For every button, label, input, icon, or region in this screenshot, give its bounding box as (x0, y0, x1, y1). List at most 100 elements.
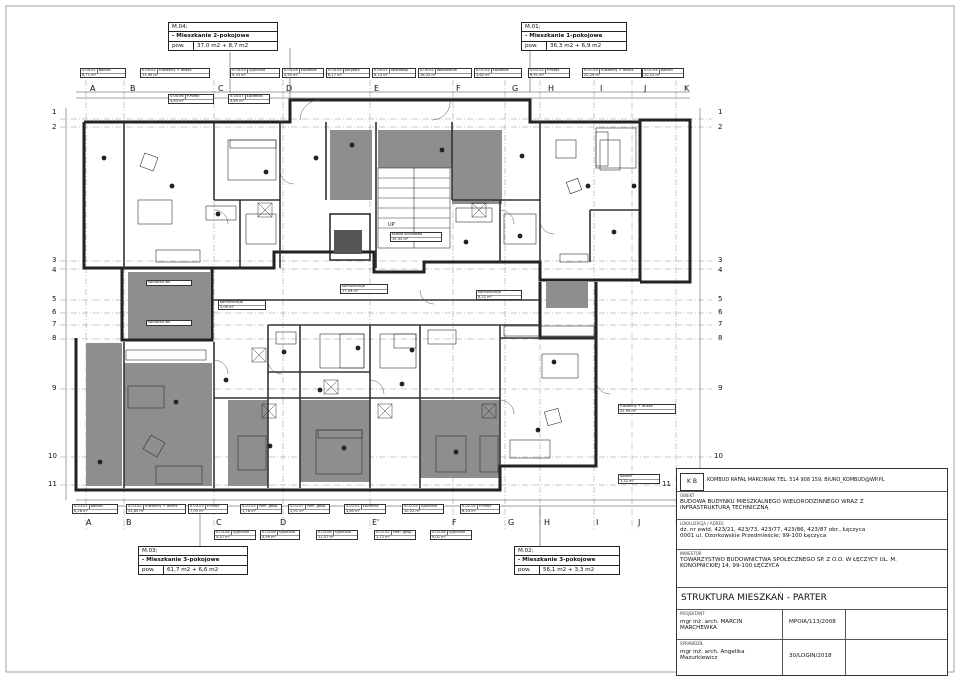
axis-letter: H (548, 84, 555, 93)
room-label: Komórka lok. (146, 320, 192, 326)
axis-number: 10 (48, 452, 57, 460)
axis-number: 11 (662, 480, 671, 488)
date-value: 30/LOGIN/2018 (789, 653, 832, 659)
axis-number: 2 (718, 123, 723, 131)
axis-letter: J (638, 518, 641, 527)
projektant-caption: PROJEKTANT (680, 611, 705, 616)
axis-letter: B (126, 518, 132, 527)
sprawdzil-caption: SPRAWDZIŁ (680, 641, 704, 646)
projektant-value: mgr inż. arch. MARCIN MARCHEWKA (680, 619, 743, 631)
apartment-code: M.04; (169, 23, 277, 33)
axis-letter: G (512, 84, 519, 93)
axis-number: 10 (714, 452, 723, 460)
lokalizacja-caption: LOKALIZACJA / ADRES (680, 521, 724, 526)
axis-letter: A (86, 518, 92, 527)
axis-letter: E (374, 84, 380, 93)
area-value: 37,0 m2 + 8,7 m2 (197, 42, 249, 49)
axis-number: 3 (52, 256, 57, 264)
axis-letter: B (130, 84, 136, 93)
axis-letter: E' (372, 518, 380, 527)
inwestor-caption: INWESTOR (680, 551, 702, 556)
area-label: pow. (139, 565, 164, 575)
room-label: Komórka lok. (146, 280, 192, 286)
company-logo: K B (680, 473, 704, 491)
axis-number: 6 (718, 308, 723, 316)
company-info: KOMBUD RAFAŁ MARCINIAK TEL. 514 908 159,… (707, 477, 885, 483)
area-value: 61,7 m2 + 6,6 m2 (167, 566, 219, 573)
permit-number: MPOIA/113/2008 (789, 619, 836, 625)
obiekt-caption: OBIEKT (680, 493, 695, 498)
area-value: 36,3 m2 + 6,9 m2 (550, 42, 602, 49)
axis-number: 8 (52, 334, 57, 342)
axis-letter: D (286, 84, 293, 93)
area-value: 56,1 m2 + 3,3 m2 (543, 566, 595, 573)
apartment-label-m02: M.02; - Mieszkanie 3-pokojowe pow.56,1 m… (514, 546, 620, 576)
apartment-name: - Mieszkanie 1-pokojowe (522, 32, 626, 42)
axis-number: 9 (718, 384, 723, 392)
axis-letter: H (544, 518, 551, 527)
axis-letter: G (508, 518, 515, 527)
apartment-label-m01: M.01; - Mieszkanie 1-pokojowe pow.36,3 m… (521, 22, 627, 52)
axis-letter: C (218, 84, 224, 93)
axis-number: 7 (52, 320, 57, 328)
title-block: K B KOMBUD RAFAŁ MARCINIAK TEL. 514 908 … (676, 468, 948, 676)
axis-number: 8 (718, 334, 723, 342)
axis-number: 5 (52, 295, 57, 303)
axis-number: 11 (48, 480, 57, 488)
apartment-code: M.01; (522, 23, 626, 33)
apartment-name: - Mieszkanie 2-pokojowe (169, 32, 277, 42)
drawing-title: STRUKTURA MIESZKAŃ - PARTER (681, 593, 827, 603)
axis-number: 5 (718, 295, 723, 303)
apartment-code: M.03; (139, 547, 247, 557)
area-label: pow. (515, 565, 540, 575)
area-label: pow. (522, 41, 547, 51)
axis-number: 6 (52, 308, 57, 316)
axis-letter: K (684, 84, 690, 93)
axis-number: 9 (52, 384, 57, 392)
axis-letter: A (90, 84, 96, 93)
axis-letter: F (456, 84, 461, 93)
axis-letter: J (644, 84, 647, 93)
axis-letter: C (216, 518, 222, 527)
apartment-name: - Mieszkanie 3-pokojowe (515, 556, 619, 566)
inwestor-value: TOWARZYSTWO BUDOWNICTWA SPOŁECZNEGO SP. … (680, 557, 897, 569)
sprawdzil-value: mgr inż. arch. Angelika Mazurkiewicz (680, 649, 745, 661)
axis-number: 4 (718, 266, 723, 274)
axis-number: 1 (718, 108, 723, 116)
area-label: pow. (169, 41, 194, 51)
apartment-label-m03: M.03; - Mieszkanie 3-pokojowe pow.61,7 m… (138, 546, 248, 576)
axis-number: 1 (52, 108, 57, 116)
axis-letter: I (596, 518, 599, 527)
apartment-name: - Mieszkanie 3-pokojowe (139, 556, 247, 566)
apartment-code: M.02; (515, 547, 619, 557)
apartment-label-m04: M.04; - Mieszkanie 2-pokojowe pow.37,0 m… (168, 22, 278, 52)
